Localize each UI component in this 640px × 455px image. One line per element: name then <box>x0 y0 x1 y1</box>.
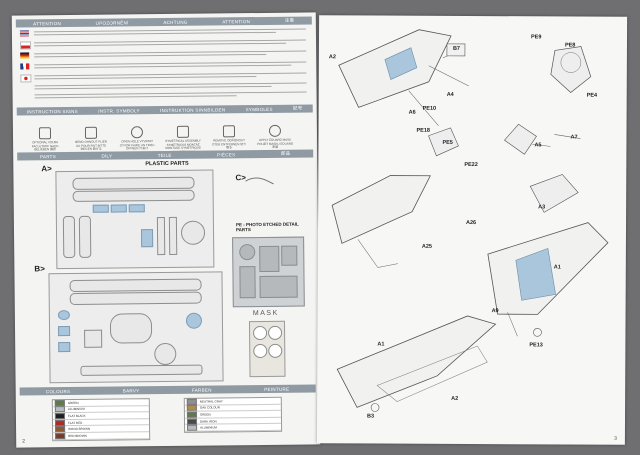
page-number: 3 <box>614 435 617 442</box>
colour-name: GREEN <box>199 412 211 417</box>
photo-etched-fret <box>232 236 305 308</box>
colour-name: WOOD BROWN <box>68 426 91 432</box>
pe-part <box>239 266 256 299</box>
colour-swatch <box>187 424 198 431</box>
callout-label: A26 <box>466 219 477 227</box>
sprue-c-drawing <box>245 177 274 185</box>
callout-label: B3 <box>367 413 375 420</box>
band-text: PEINTURE <box>264 386 290 392</box>
colour-name: ALUMINIUM <box>200 425 217 430</box>
callout-label: PE22 <box>464 161 478 169</box>
callout-label: A25 <box>421 243 433 250</box>
colour-swatch <box>186 418 198 425</box>
band-text: FARBEN <box>191 387 212 393</box>
colour-row: ALUMINIUM <box>185 424 282 432</box>
colour-name: DARK IRON <box>199 419 217 424</box>
callout-label: A9 <box>491 308 499 315</box>
band-text: BARVY <box>122 387 140 393</box>
mask-circle <box>253 325 268 341</box>
pe-part <box>259 275 298 299</box>
callout-label: A7 <box>570 134 578 141</box>
colour-name: OAK COLOUR <box>199 405 220 411</box>
mask-circle <box>253 343 268 359</box>
pe-title: PE - PHOTO ETCHED DETAIL PARTS <box>235 221 299 233</box>
callout-label: A2 <box>328 54 336 61</box>
colour-swatch <box>186 405 197 412</box>
instruction-page-right: A2 B7 PE9 PE8 PE4 PE10 A4 A6 PE18 PE5 PE… <box>316 15 628 445</box>
colour-name: GREEN <box>67 400 79 405</box>
mask-label: MASK <box>252 309 279 318</box>
pe-part <box>281 245 298 266</box>
colour-name: FLAT RED <box>67 420 83 425</box>
callout-label: A1 <box>553 264 561 271</box>
pe-part <box>239 244 256 261</box>
colour-swatch <box>55 426 66 433</box>
colour-swatch <box>55 432 66 439</box>
colour-name: FLAT BLACK <box>67 413 86 419</box>
callout-label: A6 <box>408 109 416 116</box>
callout-label: A2 <box>451 395 459 402</box>
mask-circle <box>268 343 283 358</box>
mask-circle <box>268 325 283 340</box>
colour-name: RED BROWN <box>68 433 87 438</box>
colour-swatch <box>54 399 65 406</box>
callout-label: A1 <box>377 341 385 348</box>
callout-label: A3 <box>538 204 546 211</box>
colour-swatch <box>54 413 65 420</box>
instruction-page-left: ATTENTION UPOZORNĚNÍ ACHTUNG ATTENTION 注… <box>11 12 321 448</box>
callout-label: A4 <box>446 91 454 98</box>
colour-name: NEUTRAL GRAY <box>199 399 223 404</box>
callout-label: PE8 <box>564 42 576 49</box>
callout-label: PE10 <box>422 105 437 112</box>
callout-label: A5 <box>534 142 542 149</box>
callout-label: B7 <box>452 45 460 52</box>
colour-name: ALUMINIUM <box>67 407 85 412</box>
colour-swatch <box>54 419 66 426</box>
page-number: 2 <box>22 438 26 445</box>
pe-part <box>259 245 280 273</box>
colour-row: RED BROWN <box>53 432 150 440</box>
colour-swatch <box>186 398 197 405</box>
callout-label: PE4 <box>586 92 598 99</box>
callout-label: PE18 <box>416 127 431 134</box>
assembly-drawing <box>331 29 609 412</box>
colour-swatch <box>54 406 65 413</box>
mask-sheet <box>248 320 286 378</box>
callout-label: PE13 <box>529 342 543 349</box>
band-text: COLOURS <box>45 388 71 394</box>
callout-label: PE5 <box>442 139 453 146</box>
colour-swatch <box>186 411 197 418</box>
callout-label: PE9 <box>530 34 542 41</box>
